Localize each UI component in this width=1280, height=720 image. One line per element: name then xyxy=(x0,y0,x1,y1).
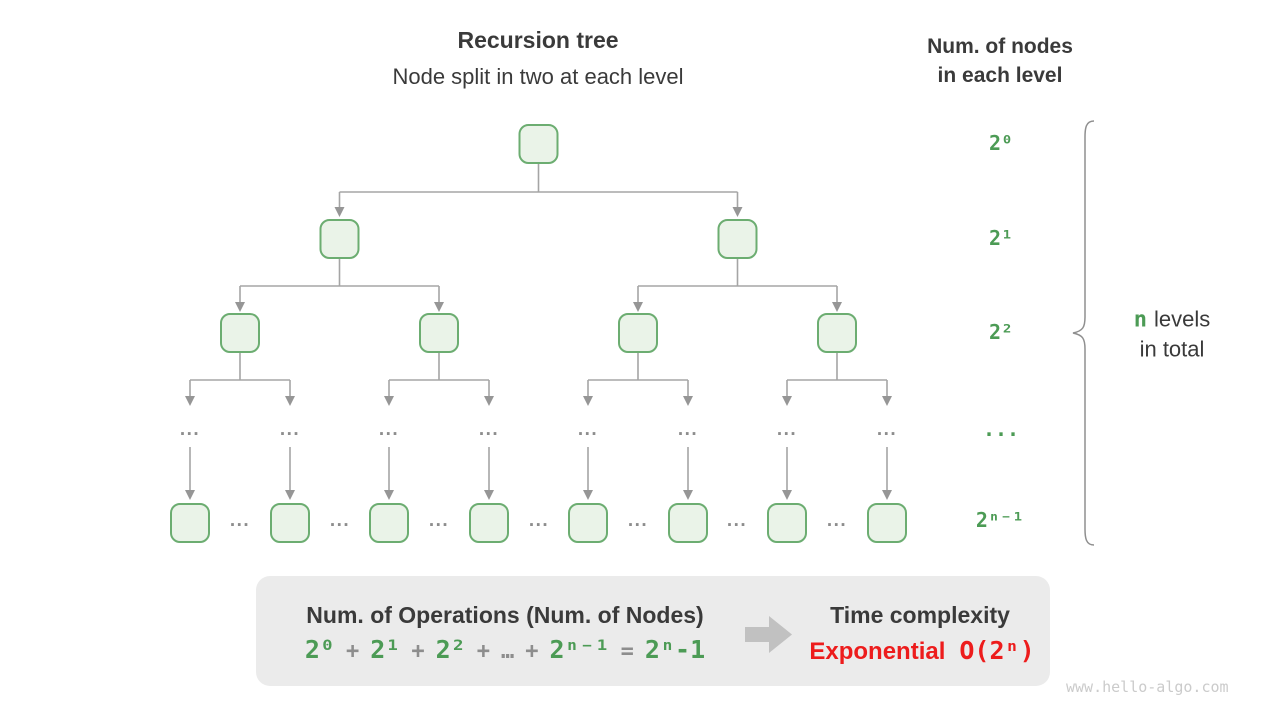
formula-term: 2⁰ xyxy=(304,635,335,664)
formula-operator: + xyxy=(525,639,539,664)
connector-l1-left xyxy=(240,258,439,287)
formula-term: 2ⁿ⁻¹ xyxy=(549,635,610,664)
tree-node xyxy=(568,503,608,543)
time-complexity-title: Time complexity xyxy=(830,602,1010,628)
tree-ellipsis: ... xyxy=(428,509,450,531)
right-header: Num. of nodes in each level xyxy=(927,32,1073,90)
connector-l2 xyxy=(389,352,489,381)
tree-node xyxy=(369,503,409,543)
complexity-name: Exponential xyxy=(809,638,946,665)
tree-node xyxy=(469,503,509,543)
tree-ellipsis: ... xyxy=(627,509,649,531)
tree-ellipsis: ... xyxy=(478,418,500,440)
n-highlight: n xyxy=(1133,307,1147,333)
tree-ellipsis: ... xyxy=(577,418,599,440)
tree-node xyxy=(668,503,708,543)
operations-formula: 2⁰ + 2¹ + 2² + … + 2ⁿ⁻¹ = 2ⁿ-1 xyxy=(305,635,705,664)
levels-brace xyxy=(1072,120,1095,546)
tree-ellipsis: ... xyxy=(179,418,201,440)
diagram-subtitle: Node split in two at each level xyxy=(392,64,684,89)
formula-operator: + xyxy=(345,639,360,664)
tree-node xyxy=(220,313,260,353)
levels-word: levels xyxy=(1154,306,1211,332)
operations-title: Num. of Operations (Num. of Nodes) xyxy=(306,602,704,628)
tree-ellipsis: ... xyxy=(776,418,798,440)
level-label-2-n-1: 2ⁿ⁻¹ xyxy=(975,508,1025,532)
level-label-2-0: 2⁰ xyxy=(988,131,1014,155)
tree-node xyxy=(717,219,758,259)
tree-ellipsis: ... xyxy=(826,509,848,531)
level-label-2-1: 2¹ xyxy=(988,226,1014,250)
connector-l2 xyxy=(588,352,688,381)
time-complexity-value: Exponential O(2ⁿ) xyxy=(809,636,1034,666)
tree-ellipsis: ... xyxy=(229,509,251,531)
tree-node xyxy=(170,503,210,543)
connector-l1-right xyxy=(638,258,837,287)
level-label-ellipsis: ... xyxy=(982,417,1020,441)
diagram-title: Recursion tree xyxy=(457,27,619,53)
formula-term: 2² xyxy=(435,635,466,664)
formula-operator: + xyxy=(411,639,425,664)
tree-ellipsis: ... xyxy=(876,418,898,440)
right-header-line1: Num. of nodes xyxy=(927,35,1073,58)
level-label-2-2: 2² xyxy=(988,320,1014,344)
tree-connectors xyxy=(185,163,892,500)
connector-l2 xyxy=(190,352,290,381)
right-header-line2: in each level xyxy=(937,64,1063,87)
tree-ellipsis: ... xyxy=(528,509,550,531)
tree-node xyxy=(319,219,360,259)
tree-ellipsis: ... xyxy=(279,418,301,440)
tree-node xyxy=(618,313,658,353)
tree-ellipsis: ... xyxy=(378,418,400,440)
complexity-bigo: O(2ⁿ) xyxy=(959,636,1035,665)
tree-node xyxy=(419,313,459,353)
formula-equals: = xyxy=(620,639,634,664)
connector-l0 xyxy=(339,163,738,193)
tree-node xyxy=(270,503,310,543)
tree-node xyxy=(867,503,907,543)
formula-term: 2¹ xyxy=(370,635,401,664)
tree-node xyxy=(817,313,857,353)
tree-ellipsis: ... xyxy=(329,509,351,531)
tree-node-root xyxy=(518,124,559,164)
tree-ellipsis: ... xyxy=(726,509,748,531)
summary-box: Num. of Operations (Num. of Nodes) 2⁰ + … xyxy=(256,576,1050,686)
formula-operator: + xyxy=(476,639,490,664)
tree-nodes xyxy=(170,124,907,543)
tree-node xyxy=(767,503,807,543)
formula-ellipsis: … xyxy=(500,639,515,664)
right-arrow-icon xyxy=(745,616,792,653)
watermark: www.hello-algo.com xyxy=(1066,678,1229,696)
formula-result: 2ⁿ-1 xyxy=(644,635,706,664)
levels-total-line2: in total xyxy=(1139,336,1205,362)
tree-ellipsis: ... xyxy=(677,418,699,440)
connector-l2 xyxy=(787,352,887,381)
